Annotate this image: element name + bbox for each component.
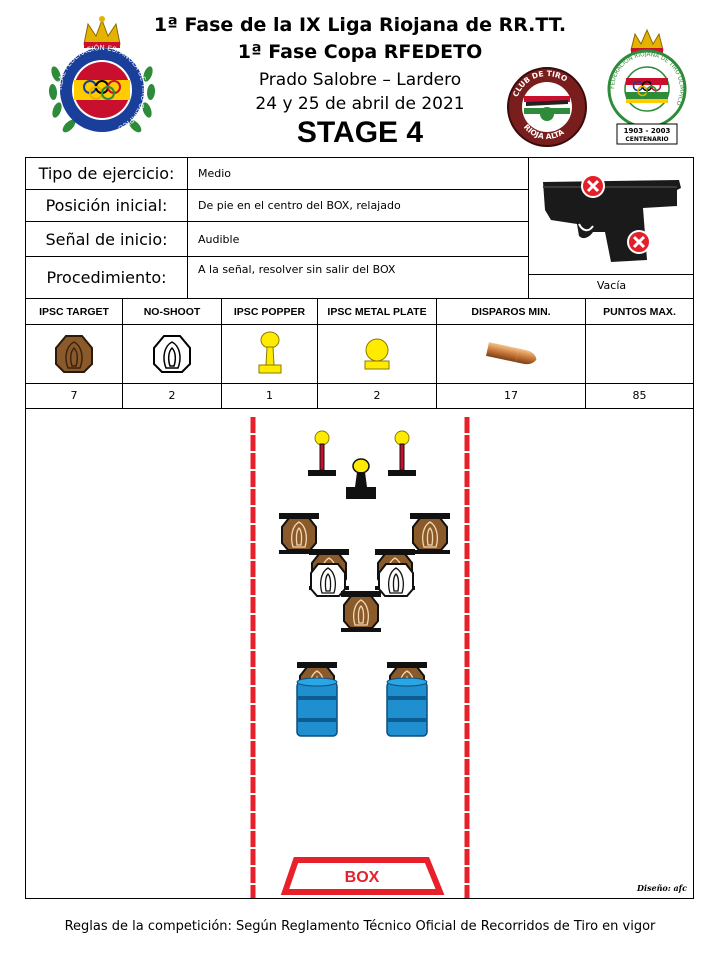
event-subtitle: 1ª Fase Copa RFEDETO [237,41,483,63]
table-value: 2 [123,383,221,408]
competition-rules: Reglas de la competición: Según Reglamen… [64,919,656,934]
header: 1ª Fase de la IX Liga Riojana de RR.TT. … [0,0,720,158]
table-header: IPSC POPPER [222,299,317,325]
event-title: 1ª Fase de la IX Liga Riojana de RR.TT. [153,14,567,36]
table-col: DISPAROS MIN. 17 [437,299,586,408]
info-value: A la señal, resolver sin salir del BOX [198,263,396,276]
stage-layout: BOX Diseño: afc [250,417,687,898]
table-col: IPSC METAL PLATE 2 [318,299,437,408]
targets-table: IPSC TARGET 7 NO-SHOOT 2 IPSC POPPER 1 I… [25,298,694,409]
bullet-icon [486,342,537,365]
table-header: DISPAROS MIN. [437,299,585,325]
table-value: 85 [586,383,693,408]
shooting-box: BOX [280,857,445,895]
event-date: 24 y 25 de abril de 2021 [255,94,465,114]
metal-plate [307,430,337,477]
info-row-senal: Señal de inicio: Audible [26,222,528,257]
stage-diagram: BOX Diseño: afc [25,408,694,899]
info-label: Procedimiento: [26,257,188,298]
table-value: 7 [26,383,122,408]
frto-years: 1903 - 2003 [624,127,671,135]
table-col: PUNTOS MAX. 85 [586,299,693,408]
popper-icon [258,331,281,374]
table-header: NO-SHOOT [123,299,221,325]
table-col: IPSC TARGET 7 [26,299,123,408]
table-col: NO-SHOOT 2 [123,299,222,408]
no-shoot [378,563,414,597]
info-label: Tipo de ejercicio: [26,158,188,189]
metal-plate [387,430,417,477]
design-credit: Diseño: afc [636,883,687,893]
info-row-tipo: Tipo de ejercicio: Medio [26,158,528,190]
pistol-icon [543,174,681,262]
no-shoot-icon [153,335,191,373]
gun-state-label: Vacía [529,274,694,298]
box-label: BOX [345,869,380,886]
info-label: Posición inicial: [26,190,188,221]
event-venue: Prado Salobre – Lardero [258,70,462,90]
table-col: IPSC POPPER 1 [222,299,318,408]
cross-icon [581,174,605,198]
ipsc-target [409,512,451,555]
metal-plate-icon [364,338,390,370]
popper [346,458,376,499]
table-header: IPSC METAL PLATE [318,299,436,325]
table-value: 2 [318,383,436,408]
frto-centenario: CENTENARIO [625,136,668,143]
info-row-procedimiento: Procedimiento: A la señal, resolver sin … [26,257,528,298]
frto-logo: FEDERACIÓN RIOJANA DE TIRO OLÍMPICO 1903… [607,28,687,145]
table-value: 1 [222,383,317,408]
table-header: PUNTOS MAX. [586,299,693,325]
cross-icon [627,230,651,254]
info-row-posicion: Posición inicial: De pie en el centro de… [26,190,528,222]
no-shoot [310,563,346,597]
stage-title: STAGE 4 [296,116,424,149]
rfedeto-logo: REAL FEDERACIÓN ESPAÑOLA DE TIRO OLÍMPIC… [48,16,156,133]
table-header: IPSC TARGET [26,299,122,325]
table-value: 17 [437,383,585,408]
club-tiro-rioja-alta-logo: CLUB DE TIRO RIOJA ALTA [507,67,587,147]
barrel [296,677,338,737]
gun-condition-box: Vacía [528,158,694,298]
ipsc-target-icon [55,335,93,373]
stage-info-box: Tipo de ejercicio: Medio Posición inicia… [25,157,694,299]
info-value: Audible [198,232,240,246]
info-value: Medio [198,167,232,180]
ipsc-target [278,512,320,555]
info-value: De pie en el centro del BOX, relajado [198,199,401,212]
ipsc-target [340,590,382,633]
info-label: Señal de inicio: [26,222,188,256]
barrel [386,677,428,737]
